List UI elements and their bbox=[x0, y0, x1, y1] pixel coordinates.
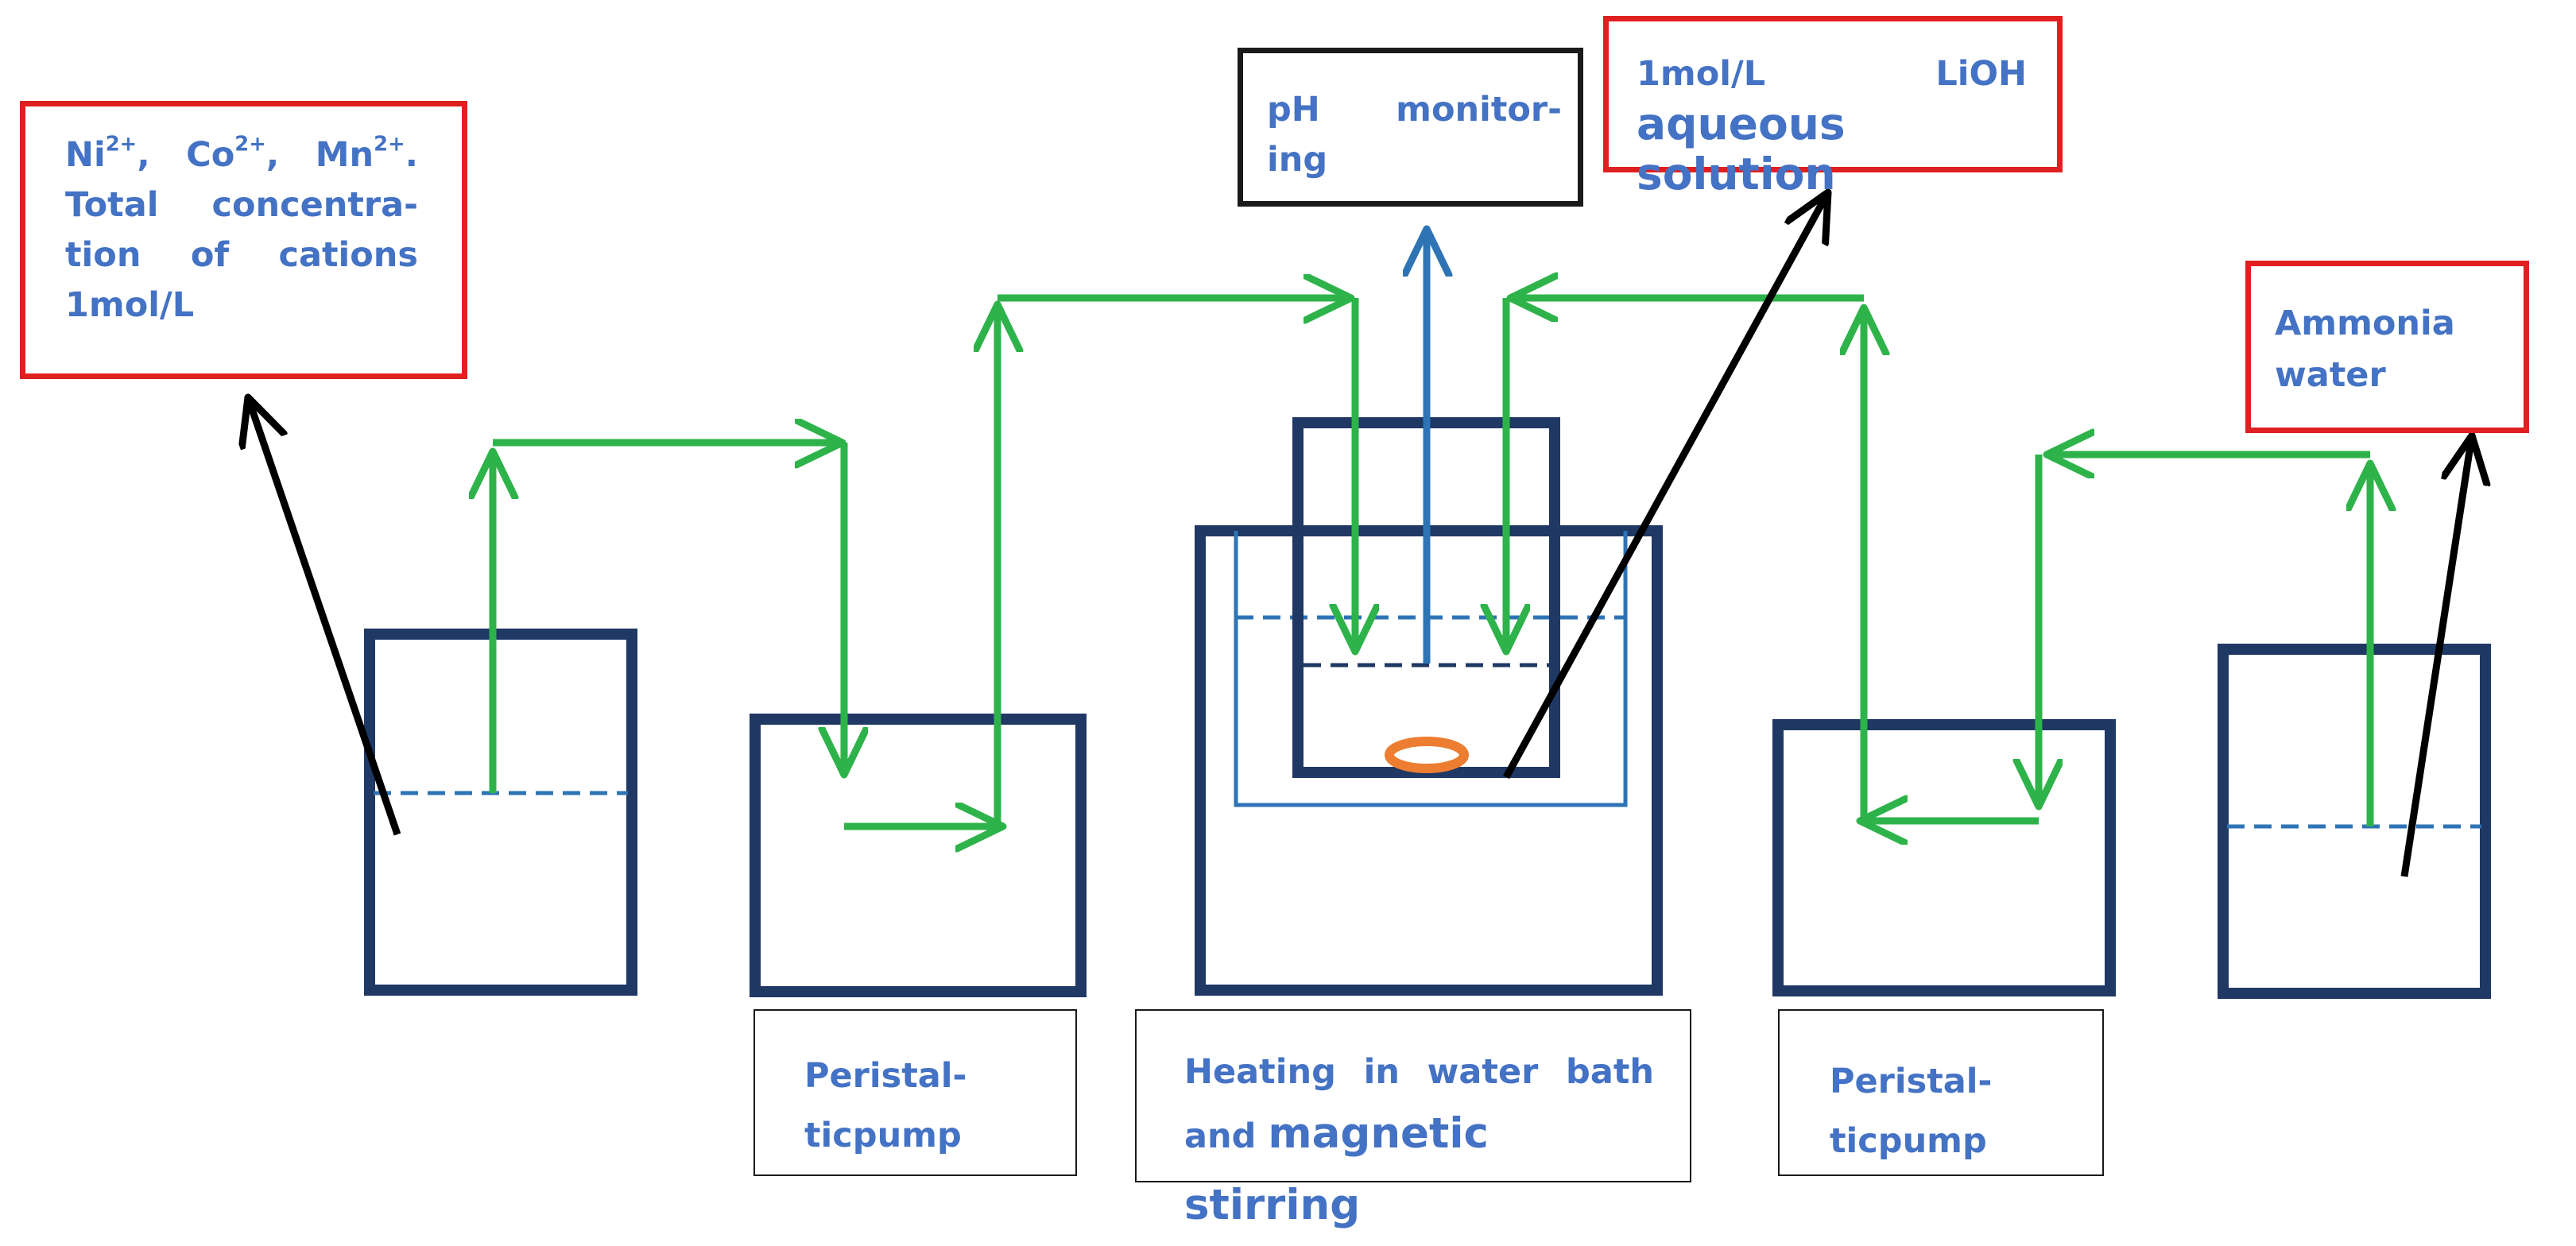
peristaltic-pump-right-label: Peristal- ticpump bbox=[1778, 1009, 2104, 1176]
pointer-arrow bbox=[1503, 192, 1828, 780]
label-line: ticpump bbox=[804, 1116, 962, 1155]
cation-solution-vessel bbox=[364, 629, 637, 996]
peristaltic-pump-right-body bbox=[1772, 719, 2116, 996]
ion-list: Ni2+, Co2+, Mn2+. bbox=[65, 132, 419, 175]
magnetic-stir-bar bbox=[1385, 737, 1469, 773]
label-line: water bbox=[2275, 355, 2386, 395]
peristaltic-pump-left-label: Peristal- ticpump bbox=[753, 1009, 1077, 1176]
label-line: tion of cations bbox=[65, 235, 418, 275]
heating-stirring-label: Heating in water bath and magnetic stirr… bbox=[1135, 1009, 1691, 1229]
label-line: Total concentra- bbox=[65, 185, 418, 225]
synthesis-setup-diagram bbox=[0, 0, 2491, 999]
label-line: Peristal- bbox=[804, 1056, 967, 1096]
label-line: and magnetic stirring bbox=[1184, 1109, 1489, 1229]
cation-solution-label: Ni2+, Co2+, Mn2+. Total concentra- tion … bbox=[20, 101, 467, 379]
peristaltic-pump-left-body bbox=[750, 714, 1087, 997]
label-line: ticpump bbox=[1830, 1121, 1987, 1161]
ammonia-water-vessel bbox=[2218, 644, 2491, 999]
label-line: aqueous solution bbox=[1637, 99, 1846, 199]
label-line: 1mol/L bbox=[65, 285, 195, 325]
label-line: Heating in water bath bbox=[1184, 1052, 1654, 1092]
label-line: Peristal- bbox=[1830, 1062, 1993, 1101]
pointer-arrow bbox=[248, 397, 401, 836]
ammonia-water-label: Ammonia water bbox=[2245, 261, 2529, 433]
label-line: Ammonia bbox=[2275, 304, 2455, 343]
pointer-arrow bbox=[2400, 435, 2472, 877]
label-line: ing bbox=[1267, 140, 1328, 180]
